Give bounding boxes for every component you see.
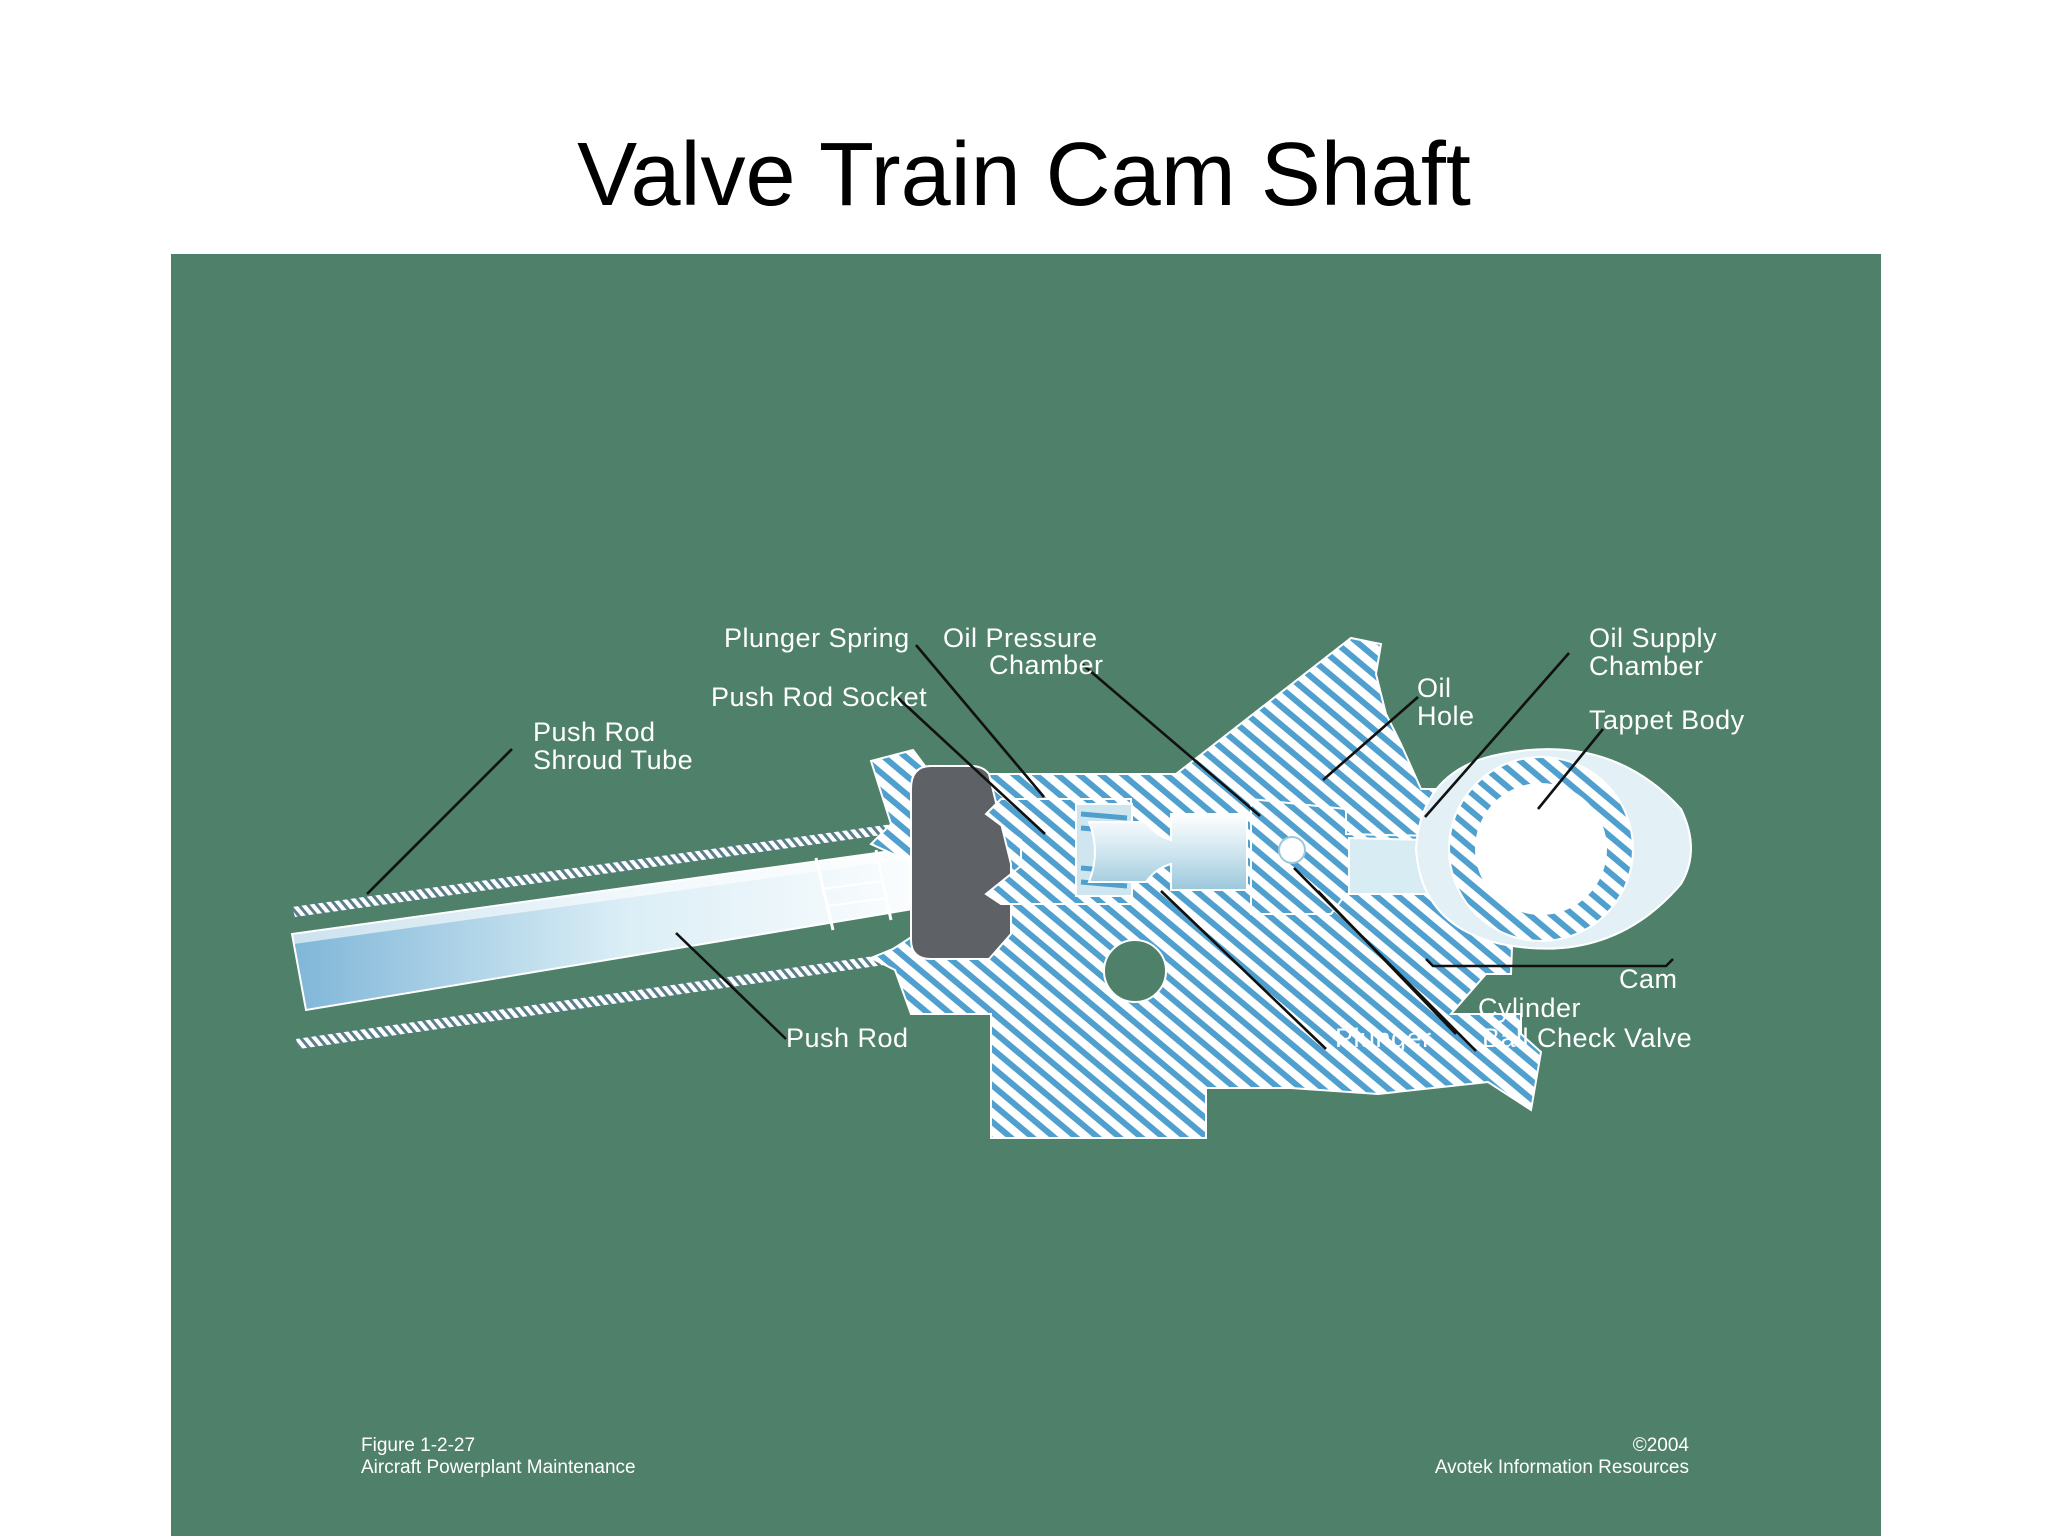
label-plunger-spring: Plunger Spring bbox=[724, 623, 910, 653]
oil-passage-hole bbox=[1103, 939, 1167, 1003]
push-rod bbox=[290, 842, 957, 1012]
label-oil-supply-chamber-2: Chamber bbox=[1589, 651, 1704, 681]
label-plunger: Plunger bbox=[1335, 1023, 1432, 1053]
copyright: ©2004 bbox=[1633, 1435, 1690, 1456]
diagram-panel: Push Rod Shroud Tube Plunger Spring Push… bbox=[171, 254, 1881, 1536]
label-push-rod: Push Rod bbox=[786, 1023, 909, 1053]
cam-part bbox=[1414, 748, 1692, 950]
label-oil-hole-1: Oil bbox=[1417, 673, 1452, 703]
slide-title: Valve Train Cam Shaft bbox=[577, 125, 1471, 225]
shroud-tube bbox=[292, 817, 946, 1049]
label-cam: Cam bbox=[1619, 964, 1678, 994]
label-ball-check-valve: Ball Check Valve bbox=[1482, 1023, 1692, 1053]
label-push-rod-socket: Push Rod Socket bbox=[711, 682, 927, 712]
label-tappet-body: Tappet Body bbox=[1589, 705, 1745, 735]
label-push-rod-shroud-tube-1: Push Rod bbox=[533, 717, 656, 747]
valve-train-diagram: Push Rod Shroud Tube Plunger Spring Push… bbox=[290, 623, 1745, 1478]
label-cylinder: Cylinder bbox=[1478, 993, 1581, 1023]
label-push-rod-shroud-tube-2: Shroud Tube bbox=[533, 745, 693, 775]
publisher: Avotek Information Resources bbox=[1435, 1457, 1689, 1478]
cam-bracket bbox=[1425, 958, 1674, 968]
label-oil-pressure-chamber-2: Chamber bbox=[989, 650, 1104, 680]
diagram-labels: Push Rod Shroud Tube Plunger Spring Push… bbox=[533, 623, 1745, 1053]
figure-footer: Figure 1-2-27 Aircraft Powerplant Mainte… bbox=[361, 1435, 1689, 1478]
leader-lines bbox=[366, 644, 1605, 1052]
book-title: Aircraft Powerplant Maintenance bbox=[361, 1457, 636, 1478]
ball-check-valve-part bbox=[1278, 836, 1306, 864]
label-oil-hole-2: Hole bbox=[1417, 701, 1475, 731]
plunger-part bbox=[1087, 813, 1248, 891]
label-oil-pressure-chamber-1: Oil Pressure bbox=[943, 623, 1098, 653]
figure-number: Figure 1-2-27 bbox=[361, 1435, 475, 1456]
label-oil-supply-chamber-1: Oil Supply bbox=[1589, 623, 1717, 653]
